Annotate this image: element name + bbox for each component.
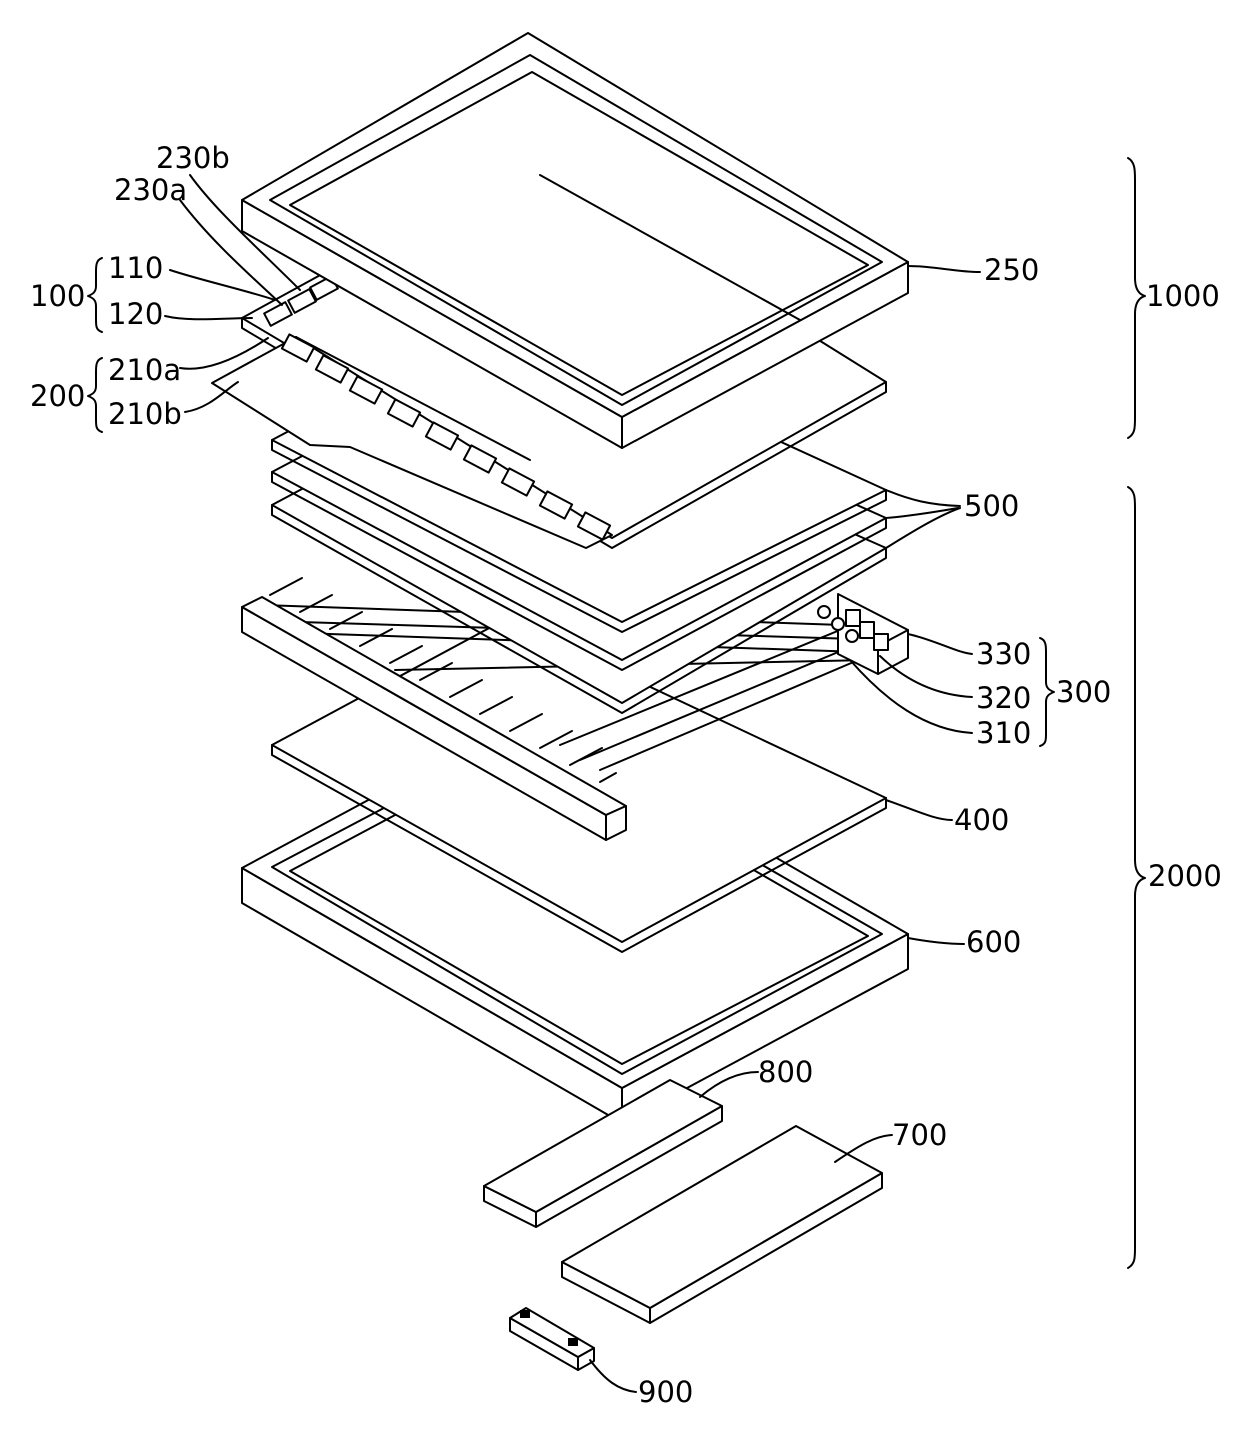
label-2000: 2000: [1148, 859, 1222, 893]
label-1000: 1000: [1146, 279, 1220, 313]
label-320: 320: [976, 681, 1031, 715]
label-700: 700: [892, 1118, 947, 1152]
connector-900: [510, 1308, 594, 1370]
label-800: 800: [758, 1055, 813, 1089]
label-230a: 230a: [114, 173, 187, 207]
label-600: 600: [966, 925, 1021, 959]
label-100: 100: [30, 279, 85, 313]
label-210b: 210b: [108, 397, 182, 431]
label-900: 900: [638, 1375, 693, 1409]
label-230b: 230b: [156, 141, 230, 175]
label-310: 310: [976, 716, 1031, 750]
label-400: 400: [954, 803, 1009, 837]
label-110: 110: [108, 251, 163, 285]
label-300: 300: [1056, 675, 1111, 709]
label-330: 330: [976, 637, 1031, 671]
label-120: 120: [108, 297, 163, 331]
label-200: 200: [30, 379, 85, 413]
label-500: 500: [964, 489, 1019, 523]
label-250: 250: [984, 253, 1039, 287]
label-210a: 210a: [108, 353, 181, 387]
